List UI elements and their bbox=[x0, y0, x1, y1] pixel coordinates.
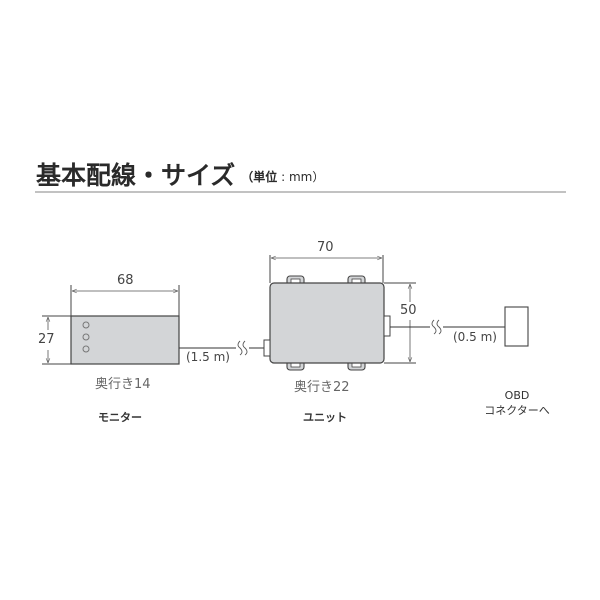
obd-cable bbox=[390, 319, 505, 335]
monitor-cable bbox=[179, 340, 264, 356]
obd-label-line1: OBD bbox=[504, 389, 530, 402]
monitor-box bbox=[70, 315, 180, 365]
unit-connector-right bbox=[383, 315, 391, 337]
unit-name-label: ユニット bbox=[303, 411, 347, 424]
obd-connector-box bbox=[504, 306, 529, 347]
title-divider bbox=[35, 191, 566, 193]
unit-connector-left bbox=[263, 339, 271, 357]
monitor-depth-label: 奥行き14 bbox=[95, 377, 151, 392]
monitor-indicator-icon bbox=[82, 321, 90, 353]
unit-note: （単位 : mm） bbox=[241, 170, 325, 184]
obd-label: OBD コネクターへ bbox=[472, 388, 562, 418]
monitor-width-label: 68 bbox=[117, 273, 134, 288]
monitor-name-label: モニター bbox=[98, 411, 142, 424]
title-text: 基本配線・サイズ bbox=[36, 161, 236, 190]
unit-height-label: 50 bbox=[400, 303, 417, 318]
unit-width-label: 70 bbox=[317, 240, 334, 255]
unit-box bbox=[269, 282, 385, 364]
unit-dimension-width bbox=[269, 255, 384, 283]
obd-label-line2: コネクターへ bbox=[484, 404, 550, 417]
monitor-dimension-width bbox=[70, 285, 180, 316]
monitor-dimension-height bbox=[42, 315, 71, 365]
obd-cable-length: (0.5 m) bbox=[453, 330, 497, 344]
monitor-height-label: 27 bbox=[38, 332, 55, 347]
monitor-cable-length: (1.5 m) bbox=[186, 350, 230, 364]
unit-depth-label: 奥行き22 bbox=[294, 380, 350, 395]
page-title: 基本配線・サイズ （単位 : mm） bbox=[36, 156, 324, 192]
